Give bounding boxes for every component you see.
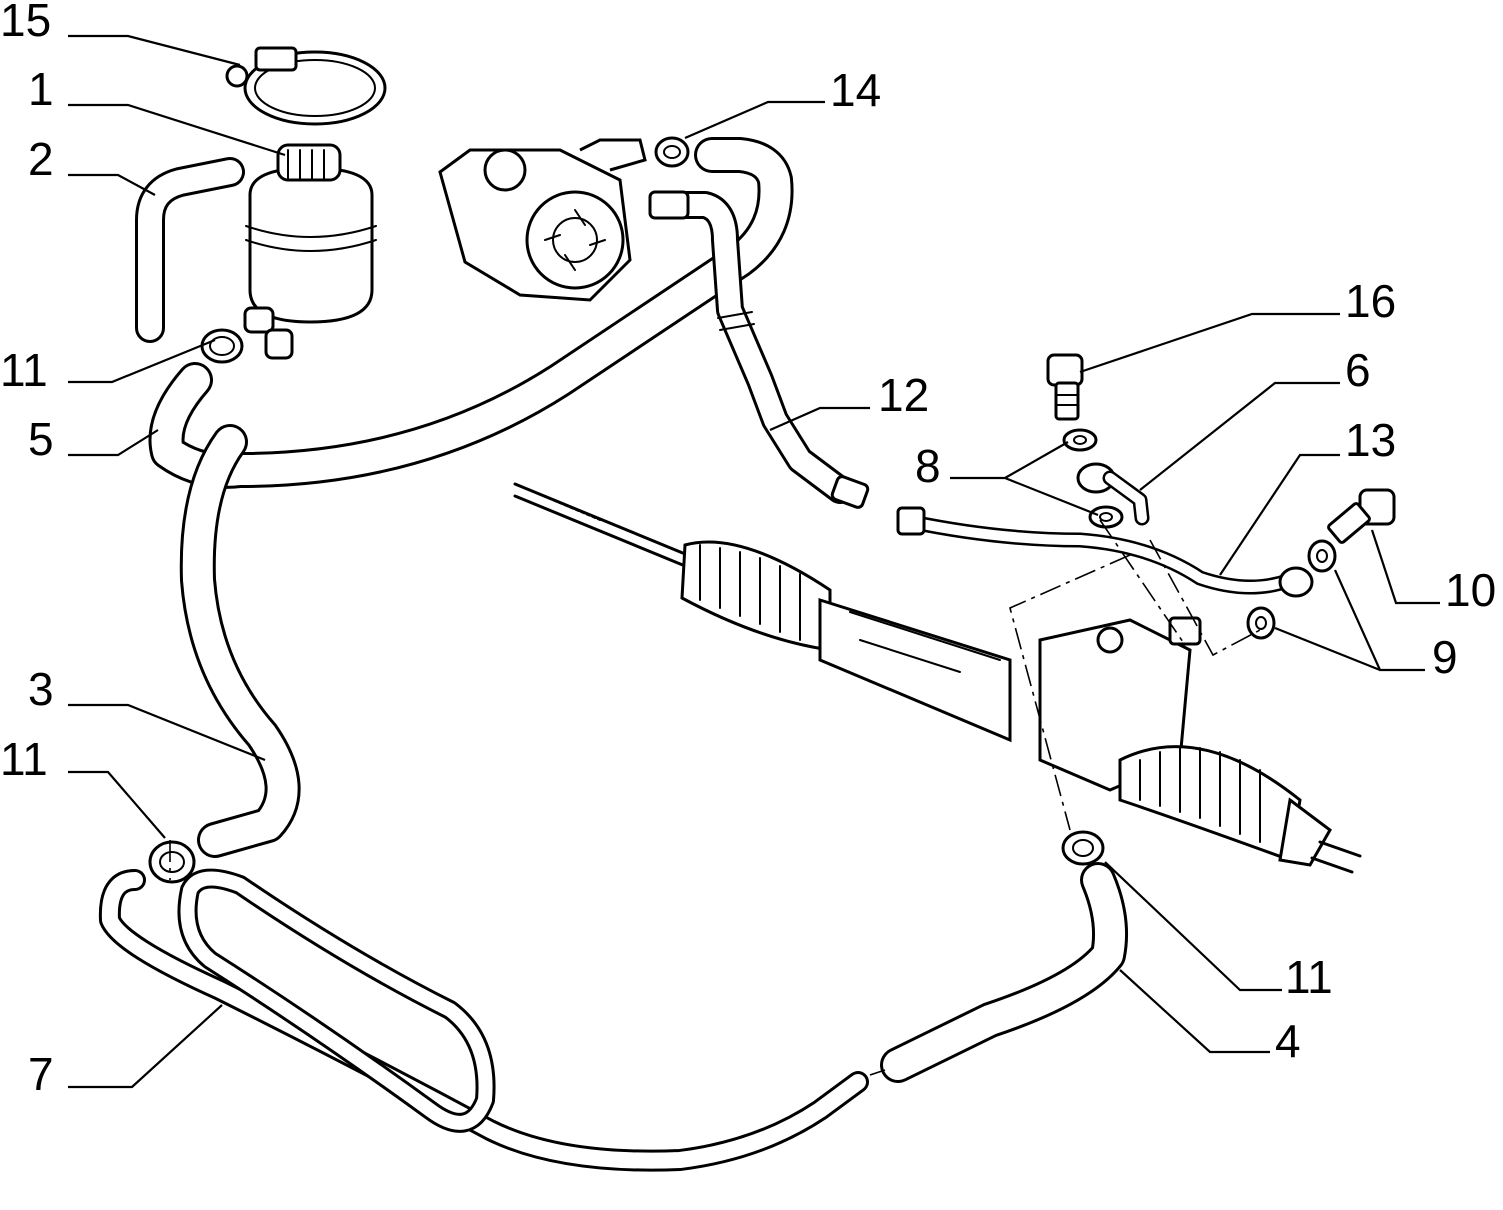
part-5-return-hose xyxy=(148,137,794,489)
alignment-lines xyxy=(169,519,1261,1076)
part-16-banjo-bolt xyxy=(1046,353,1084,421)
callout-14: 14 xyxy=(830,64,881,116)
callout-4: 4 xyxy=(1275,1015,1301,1067)
callout-11b: 11 xyxy=(0,733,48,785)
part-2-vent-hose xyxy=(135,157,245,343)
part-12-pressure-line xyxy=(648,190,870,509)
callout-8: 8 xyxy=(915,440,941,492)
part-1-reservoir xyxy=(243,143,377,360)
part-11-hose-clamp-right xyxy=(1061,830,1105,866)
callout-15: 15 xyxy=(0,0,51,46)
callout-11c: 11 xyxy=(1285,951,1333,1003)
callout-5: 5 xyxy=(28,413,54,465)
callout-13: 13 xyxy=(1345,414,1396,466)
callout-16: 16 xyxy=(1345,275,1396,327)
callout-2: 2 xyxy=(28,133,54,185)
part-4-return-hose xyxy=(880,862,1128,1083)
callout-10: 10 xyxy=(1445,564,1496,616)
part-11-hose-clamp-lower xyxy=(148,840,196,884)
part-10-banjo-bolt xyxy=(1327,488,1396,544)
callout-7: 7 xyxy=(28,1048,54,1100)
callout-9: 9 xyxy=(1432,631,1458,683)
callout-1: 1 xyxy=(28,63,54,115)
part-9-washers xyxy=(1246,539,1337,640)
callout-labels: 15 1 2 11 5 3 11 7 14 12 16 6 8 13 10 9 … xyxy=(0,0,1496,1100)
callout-3: 3 xyxy=(28,663,54,715)
steering-rack xyxy=(513,482,1362,874)
callout-11a: 11 xyxy=(0,344,48,396)
part-13-steel-line xyxy=(896,506,1314,598)
part-8-washers xyxy=(1062,428,1124,529)
pump-assembly xyxy=(438,138,647,302)
part-6-banjo-union xyxy=(1076,462,1150,526)
part-15-clamp-band xyxy=(225,46,387,126)
part-11-hose-clamp-top xyxy=(200,328,244,364)
leader-lines xyxy=(68,34,1440,1089)
callout-6: 6 xyxy=(1345,344,1371,396)
callout-12: 12 xyxy=(878,369,929,421)
part-3-supply-hose xyxy=(179,424,301,858)
part-7-cooling-loop xyxy=(98,868,869,1172)
part-14-hose-clamp xyxy=(654,136,690,168)
